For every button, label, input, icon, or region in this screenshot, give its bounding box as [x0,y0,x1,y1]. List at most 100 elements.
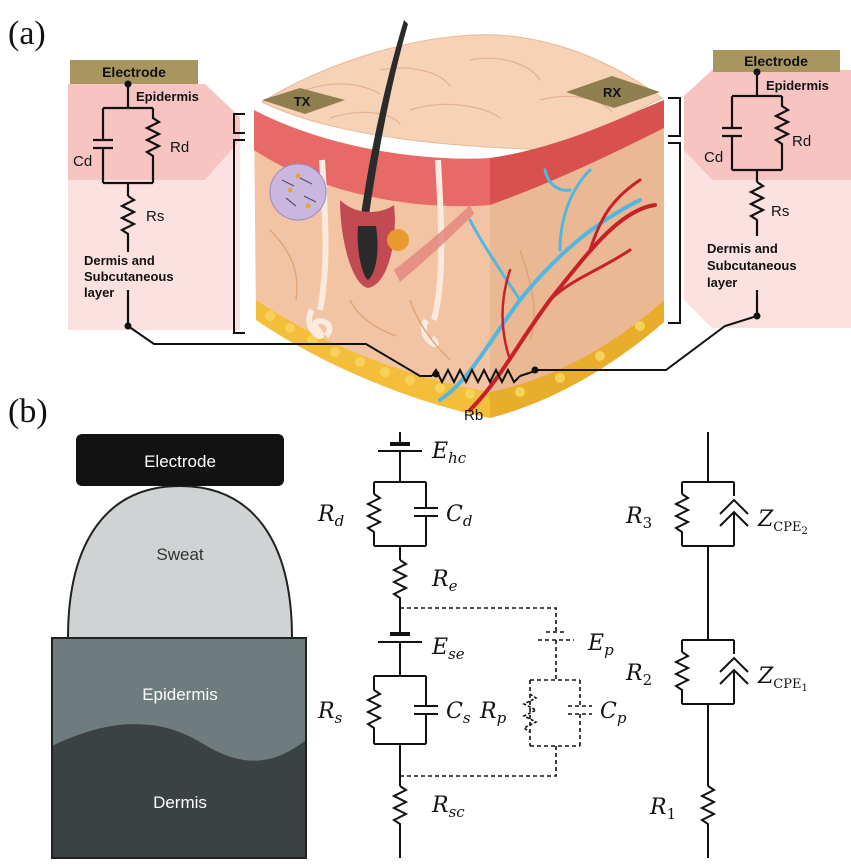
tx-label: TX [294,94,311,109]
panel-b-label: (b) [8,393,48,430]
right-equivalent-circuit: Electrode Epidermis Cd Rd Rs Dermis and … [684,50,851,328]
cp-subscript: p [617,709,627,727]
z2-subsubscript: 2 [801,526,807,537]
rx-label: RX [603,85,621,100]
svg-text:R1: R1 [649,795,676,823]
left-rs-label: Rs [146,208,164,225]
battery-plates [390,442,410,636]
cs-symbol: C [446,699,463,724]
svg-text:Rsc: Rsc [431,793,465,821]
hair-shaft [360,20,408,222]
right-rd-label: Rd [792,133,811,150]
skin-cross-section-illustration: TX RX [254,20,664,418]
panel-b-electrode-label: Electrode [144,452,216,471]
svg-text:Cs: Cs [446,699,471,727]
fat-layer-side [490,300,664,418]
rsc-subscript: sc [449,803,466,821]
z2-symbol: Z [757,507,774,532]
left-rd-label: Rd [170,139,189,156]
left-electrode-label: Electrode [102,64,166,80]
z1-subscript: CPE [773,677,801,692]
right-electrode-label: Electrode [744,53,808,69]
body-resistance-wiring [127,315,758,385]
r3-symbol: R [625,504,643,529]
svg-text:Ehc: Ehc [431,439,467,467]
svg-text:Cp: Cp [600,699,627,727]
z2-subscript: CPE [773,520,801,535]
panel-b-dermis-label: Dermis [153,793,207,812]
epidermis-layer-side [490,100,664,205]
left-dermis-label-2: Subcutaneous [84,269,174,284]
sebaceous-gland [387,229,409,251]
r1-symbol: R [649,795,667,820]
right-dermis-label-2: Subcutaneous [707,258,797,273]
ese-subscript: se [448,645,465,663]
re-subscript: e [449,577,458,595]
cd-subscript: d [463,512,473,530]
right-dermis-band [684,150,851,328]
rsc-symbol: R [431,793,449,818]
blood-vessels [438,168,657,412]
svg-text:R2: R2 [625,661,652,689]
rx-electrode [566,76,660,108]
svg-text:ZCPE1: ZCPE1 [757,664,808,694]
re-symbol: R [431,567,449,592]
right-cd-label: Cd [704,149,723,166]
rd-subscript: d [335,512,345,530]
r2-subscript: 2 [643,671,653,689]
svg-text:Rd: Rd [317,502,344,530]
svg-text:ZCPE2: ZCPE2 [757,507,808,537]
left-dermis-band [68,140,240,330]
rp-symbol: R [479,699,497,724]
rs-symbol: R [317,699,335,724]
layer-brackets [233,97,681,334]
ese-symbol: E [431,635,448,660]
svg-text:Cd: Cd [446,502,472,530]
r2-symbol: R [625,661,643,686]
left-epidermis-label: Epidermis [136,89,199,104]
ep-symbol: E [587,631,604,656]
svg-text:Ep: Ep [587,631,614,659]
cd-symbol: C [446,502,463,527]
rp-subscript: p [497,709,507,727]
svg-text:Rs: Rs [317,699,343,727]
ep-subscript: p [604,641,614,659]
right-dermis-label-1: Dermis and [707,241,778,256]
left-electrode [70,60,198,84]
fat-layer-front [256,300,490,418]
panel-a-label: (a) [8,15,46,52]
left-cd-label: Cd [73,153,92,170]
rd-symbol: R [317,502,335,527]
sweat-skin-model: Electrode Sweat Epidermis Dermis [51,434,307,859]
r1-subscript: 1 [667,805,677,823]
svg-text:Rp: Rp [479,699,507,727]
circuit-1-wires [365,432,438,858]
svg-text:Re: Re [431,567,458,595]
svg-text:R3: R3 [625,504,652,532]
rb-label: Rb [464,407,483,424]
left-dermis-label-1: Dermis and [84,253,155,268]
ehc-symbol: E [431,439,448,464]
ehc-subscript: hc [448,449,467,467]
right-epidermis-label: Epidermis [766,78,829,93]
sweat-label: Sweat [156,545,204,564]
circuit-2-wires [673,432,749,858]
skin-top-surface [260,34,663,151]
cell-inset [269,163,327,221]
right-rs-label: Rs [771,203,789,220]
dermis-block [52,724,306,858]
circuit-1-labels: Ehc Rd Cd Re Ese Ep Rs Cs Rp Cp Rsc [317,439,627,821]
tx-electrode [262,88,345,114]
panel-b-electrode [76,434,284,486]
cs-subscript: s [463,709,471,727]
left-dermis-label-3: layer [84,285,114,300]
sweat-droplet [66,484,294,639]
z1-subsubscript: 1 [801,683,807,694]
r3-subscript: 3 [643,514,653,532]
cp-symbol: C [600,699,617,724]
rs-subscript: s [335,709,343,727]
svg-text:Ese: Ese [431,635,465,663]
right-electrode [713,50,840,72]
right-dermis-label-3: layer [707,275,737,290]
